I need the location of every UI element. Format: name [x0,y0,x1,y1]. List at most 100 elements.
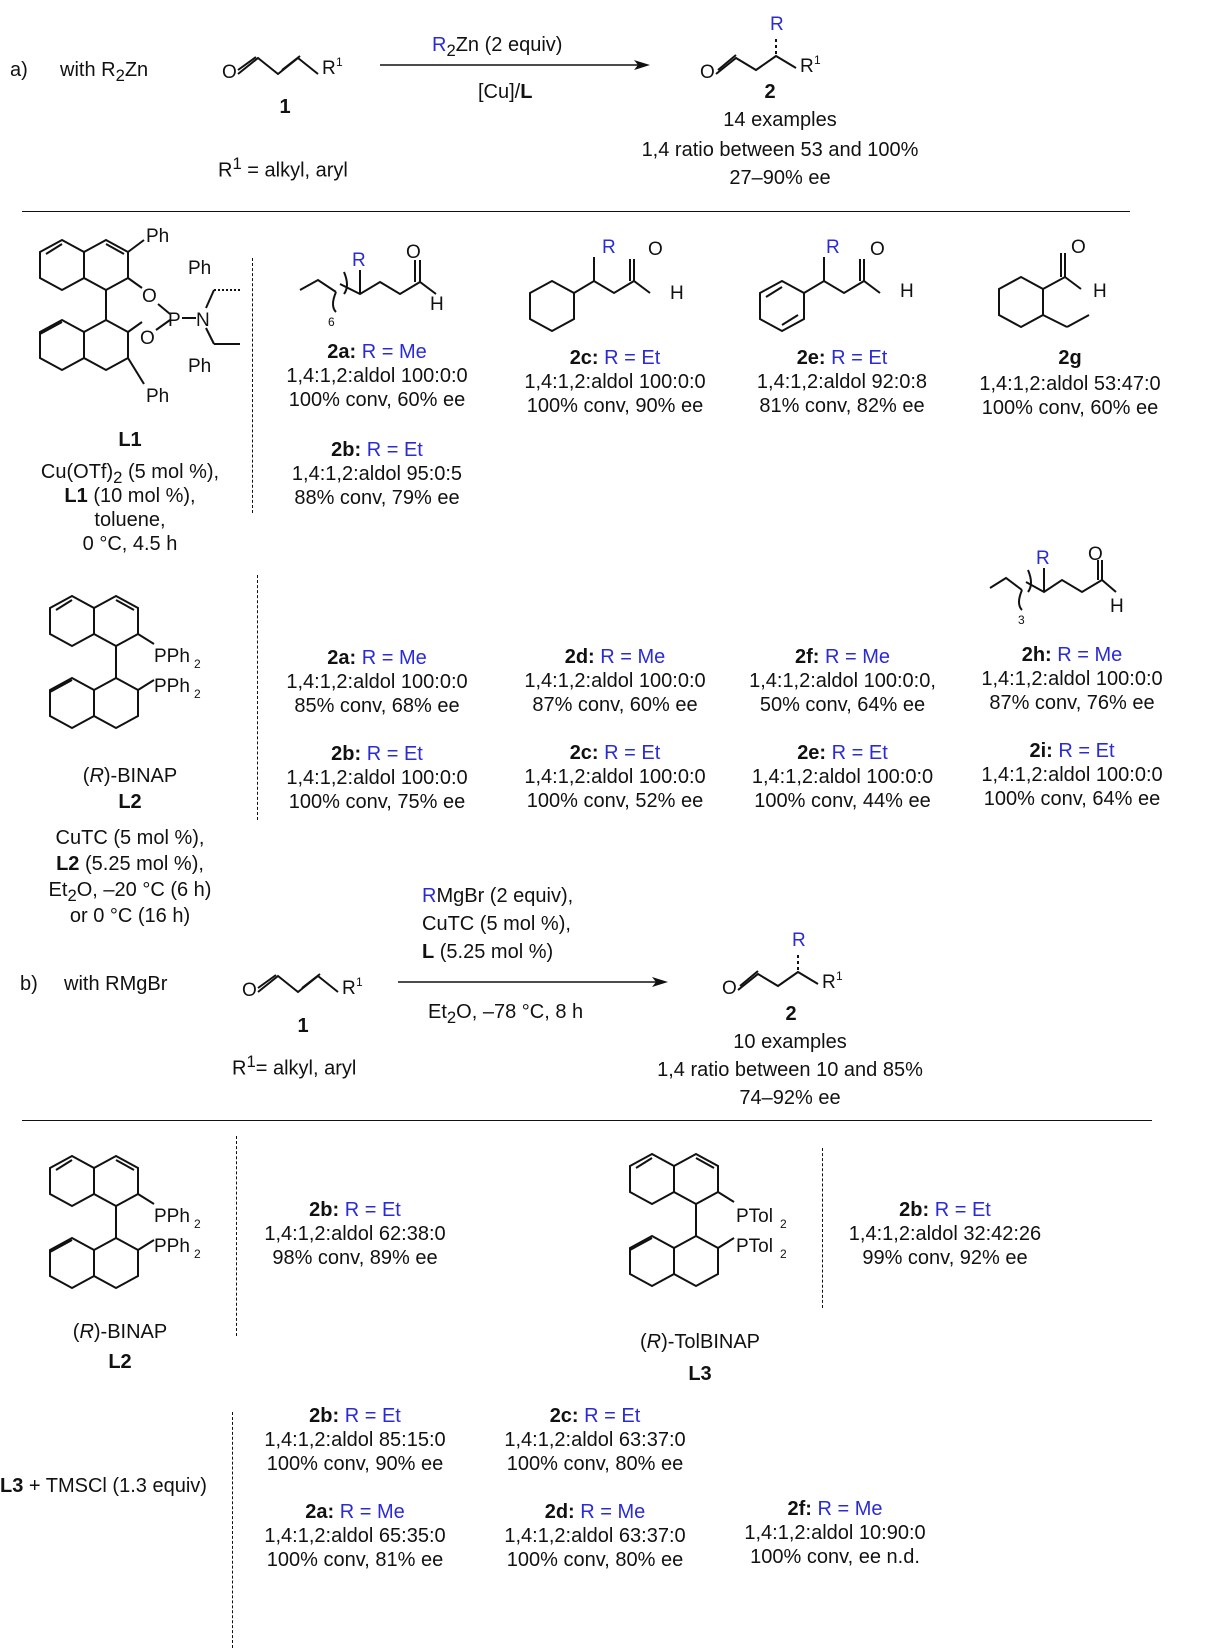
conditions-a-bottom: [Cu]/L [478,81,533,103]
entry-2a-tmscl-ratio: 1,4:1,2:aldol 65:35:0 [264,1525,446,1547]
svg-text:O: O [1071,237,1086,258]
svg-text:R: R [800,56,814,77]
svg-text:2: 2 [780,1217,787,1231]
entry-2c-L1-ratio: 1,4:1,2:aldol 100:0:0 [524,371,706,393]
svg-text:O: O [700,62,715,83]
summary-a-1: 14 examples [723,109,837,131]
conditions-b-2: CuTC (5 mol %), [422,913,571,935]
entry-2b-L2-grignard: 2b: R = Et [309,1199,401,1221]
entry-2i-L2: 2i: R = Et [1029,740,1115,762]
svg-text:PPh: PPh [154,1236,190,1257]
entry-2d-L2-ratio: 1,4:1,2:aldol 100:0:0 [524,670,706,692]
entry-2a-L2-ratio: 1,4:1,2:aldol 100:0:0 [286,671,468,693]
entry-2i-L2-conv: 100% conv, 64% ee [983,788,1161,810]
entry-2c-tmscl: 2c: R = Et [549,1405,641,1427]
L1-conditions-1: Cu(OTf)2 (5 mol %), [40,461,220,487]
svg-text:Ph: Ph [146,226,169,247]
entry-2a-L1-conv: 100% conv, 60% ee [288,389,466,411]
product-number-b: 2 [785,1003,797,1025]
ligand-L2-label-b: L2 [108,1351,132,1373]
entry-2c-tmscl-conv: 100% conv, 80% ee [506,1453,684,1475]
summary-a-3: 27–90% ee [729,167,831,189]
entry-2c-L2: 2c: R = Et [569,742,661,764]
svg-text:H: H [670,283,684,304]
svg-text:P: P [168,310,181,331]
ligand-L3-label: L3 [688,1363,712,1385]
entry-2d-tmscl: 2d: R = Me [544,1501,646,1523]
svg-text:PPh: PPh [154,676,190,697]
L1-conditions-4: 0 °C, 4.5 h [82,533,178,555]
product-2e-structure: R O H [759,237,914,333]
r1-note-b: R1= alkyl, aryl [232,1052,357,1080]
entry-2d-tmscl-conv: 100% conv, 80% ee [506,1549,684,1571]
product-2a-structure: 6 R O H [299,242,444,329]
svg-text:N: N [196,310,210,331]
svg-text:2: 2 [194,1247,201,1261]
ligand-L2-name: (R)-BINAP [82,765,178,787]
svg-text:R: R [822,972,836,993]
divider-b [22,1120,1152,1121]
part-b-label: b) [20,973,38,995]
conditions-b-3: L (5.25 mol %) [422,941,554,963]
svg-text:H: H [1110,596,1124,617]
entry-2g-L1-ratio: 1,4:1,2:aldol 53:47:0 [979,373,1161,395]
part-b-reagent: with RMgBr [64,973,168,995]
ligand-L2-label: L2 [118,791,142,813]
entry-2b-L3-conv: 99% conv, 92% ee [862,1247,1028,1269]
svg-text:Ph: Ph [188,356,211,377]
L2-conditions-3: Et2O, –20 °C (6 h) [48,879,212,905]
svg-text:H: H [900,281,914,302]
entry-2f-L2-ratio: 1,4:1,2:aldol 100:0:0, [749,670,936,692]
entry-2b-L2-grignard-ratio: 1,4:1,2:aldol 62:38:0 [264,1223,446,1245]
svg-text:O: O [722,978,737,999]
svg-text:O: O [222,62,237,83]
svg-text:R: R [770,14,784,35]
entry-2d-L2-conv: 87% conv, 60% ee [532,694,698,716]
summary-b-3: 74–92% ee [739,1087,841,1109]
entry-2a-L1-ratio: 1,4:1,2:aldol 100:0:0 [286,365,468,387]
entry-2e-L1-conv: 81% conv, 82% ee [759,395,925,417]
svg-text:O: O [870,239,885,260]
conditions-a-top: R2Zn (2 equiv) [432,34,563,60]
summary-b-2: 1,4 ratio between 10 and 85% [657,1059,923,1081]
entry-2g-L1: 2g [1058,347,1082,369]
dashed-separator-L2 [257,575,258,820]
entry-2a-L2: 2a: R = Me [327,647,427,669]
entry-2h-L2-ratio: 1,4:1,2:aldol 100:0:0 [981,668,1163,690]
L2-conditions-4: or 0 °C (16 h) [69,905,191,927]
entry-2c-tmscl-ratio: 1,4:1,2:aldol 63:37:0 [504,1429,686,1451]
svg-text:R: R [1036,548,1050,569]
entry-2b-L3-ratio: 1,4:1,2:aldol 32:42:26 [848,1223,1042,1245]
entry-2c-L2-conv: 100% conv, 52% ee [526,790,704,812]
product-number-a: 2 [764,81,776,103]
svg-text:O: O [140,328,155,349]
dashed-separator-tmscl [232,1412,233,1648]
svg-text:1: 1 [356,975,363,989]
svg-text:R: R [352,250,366,271]
entry-2e-L1: 2e: R = Et [796,347,888,369]
svg-text:PPh: PPh [154,646,190,667]
entry-2e-L2-ratio: 1,4:1,2:aldol 100:0:0 [751,766,934,788]
entry-2f-L2: 2f: R = Me [794,646,891,668]
conditions-b-1: RMgBr (2 equiv), [422,885,574,907]
svg-text:H: H [1093,281,1107,302]
entry-2f-tmscl: 2f: R = Me [787,1498,883,1520]
svg-text:O: O [648,239,663,260]
product-2h-structure: 3 R O H [989,544,1124,627]
entry-2a-tmscl: 2a: R = Me [305,1501,405,1523]
svg-text:PTol: PTol [736,1236,773,1257]
product-2c-structure: R O H [529,237,684,333]
svg-text:2: 2 [194,657,201,671]
entry-2b-L2-grignard-conv: 98% conv, 89% ee [272,1247,438,1269]
L2-conditions-2: L2 (5.25 mol %), [56,853,204,875]
svg-text:Ph: Ph [188,258,211,279]
entry-2b-tmscl-ratio: 1,4:1,2:aldol 85:15:0 [264,1429,446,1451]
svg-text:R: R [322,58,336,79]
entry-2e-L1-ratio: 1,4:1,2:aldol 92:0:8 [756,371,928,393]
entry-2b-L1: 2b: R = Et [331,439,423,461]
entry-2d-tmscl-ratio: 1,4:1,2:aldol 63:37:0 [504,1525,686,1547]
